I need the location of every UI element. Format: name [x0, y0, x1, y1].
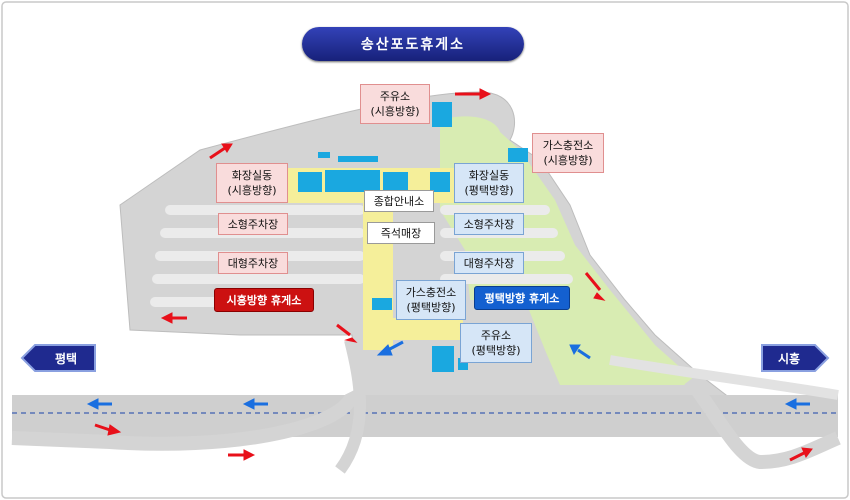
restroom-siheung-label: 화장실동 (시흥방향)	[216, 163, 288, 203]
label-line-1: 가스충전소	[542, 139, 594, 152]
red-arrows	[94, 88, 813, 462]
label-line-2: (평택방향)	[464, 184, 514, 197]
label-line-2: (평택방향)	[471, 344, 521, 357]
page-title: 송산포도휴게소	[302, 27, 524, 61]
blue-arrows	[86, 340, 810, 410]
gas-station-siheung-label: 가스충전소 (시흥방향)	[532, 133, 604, 173]
label-line-1: 주유소	[480, 329, 512, 342]
sign-right-shape	[761, 344, 830, 372]
direction-left-label: 평택	[54, 352, 78, 366]
label-line-2: (시흥방향)	[543, 154, 593, 167]
fuel-station-pyeongtaek-label: 주유소 (평택방향)	[460, 323, 532, 363]
small-parking-left-label: 소형주차장	[218, 213, 288, 235]
label-line-1: 화장실동	[231, 169, 273, 182]
direction-right-label: 시흥	[777, 352, 801, 366]
buildings	[298, 102, 528, 372]
fuel-station-siheung-label: 주유소 (시흥방향)	[360, 84, 430, 124]
ramp-left-lower	[11, 388, 364, 451]
label-line-1: 가스충전소	[405, 286, 457, 299]
label-line-2: (평택방향)	[406, 301, 456, 314]
label-line-1: 화장실동	[468, 169, 510, 182]
ramp-right-lower	[684, 375, 841, 470]
label-line-2: (시흥방향)	[370, 105, 420, 118]
restroom-pyeongtaek-label: 화장실동 (평택방향)	[454, 163, 524, 203]
label-line-2: (시흥방향)	[227, 184, 277, 197]
pyeongtaek-rest-area-badge: 평택방향 휴게소	[474, 286, 570, 310]
small-parking-right-label: 소형주차장	[454, 213, 524, 235]
instant-store-label: 즉석매장	[367, 222, 435, 244]
siheung-rest-area-badge: 시흥방향 휴게소	[214, 288, 314, 312]
info-center-label: 종합안내소	[364, 190, 434, 212]
ramp-left-loop	[335, 338, 366, 474]
label-line-1: 주유소	[379, 90, 411, 103]
gas-station-pyeongtaek-label: 가스충전소 (평택방향)	[396, 280, 466, 320]
large-parking-left-label: 대형주차장	[218, 252, 288, 274]
sign-left-shape	[20, 344, 96, 372]
large-parking-right-label: 대형주차장	[454, 252, 524, 274]
ramp-right-upper	[609, 355, 839, 400]
